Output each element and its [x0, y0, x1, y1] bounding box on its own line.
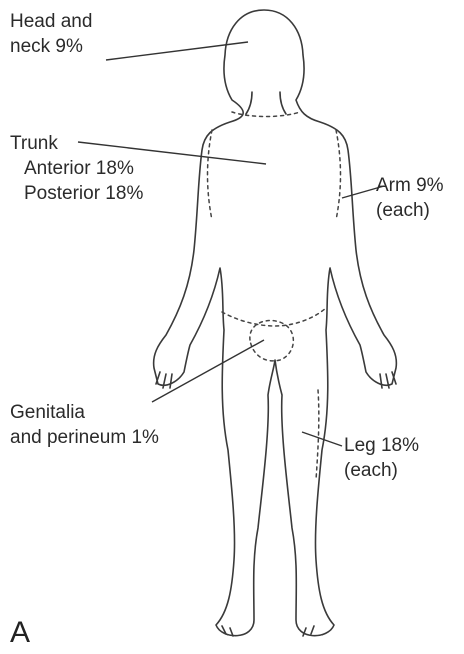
label-arm-line1: Arm 9%	[376, 173, 444, 198]
label-leg-line2: (each)	[344, 458, 419, 483]
label-trunk: Trunk Anterior 18% Posterior 18%	[10, 131, 143, 206]
leg-split-dashed	[316, 390, 319, 480]
right-arm-boundary-dashed	[336, 130, 341, 220]
label-genitalia: Genitalia and perineum 1%	[10, 400, 159, 450]
label-trunk-anterior: Anterior 18%	[24, 156, 143, 181]
neck-outline	[246, 92, 286, 114]
label-arm-line2: (each)	[376, 198, 444, 223]
label-head-line2: neck 9%	[10, 34, 92, 59]
label-arm: Arm 9% (each)	[376, 173, 444, 223]
panel-letter: A	[10, 618, 30, 648]
label-trunk-title: Trunk	[10, 131, 143, 156]
left-arm-boundary-dashed	[208, 130, 213, 220]
label-head-neck: Head and neck 9%	[10, 9, 92, 59]
leader-genitalia	[152, 340, 264, 402]
body-outline	[154, 10, 397, 636]
left-hand-fingers	[156, 372, 172, 388]
label-leg-line1: Leg 18%	[344, 433, 419, 458]
label-head-line1: Head and	[10, 9, 92, 34]
label-leg: Leg 18% (each)	[344, 433, 419, 483]
label-genitalia-line2: and perineum 1%	[10, 425, 159, 450]
groin-boundary-dashed	[222, 308, 326, 326]
label-trunk-posterior: Posterior 18%	[24, 181, 143, 206]
label-genitalia-line1: Genitalia	[10, 400, 159, 425]
leader-leg	[302, 432, 342, 446]
leader-head	[106, 42, 248, 60]
